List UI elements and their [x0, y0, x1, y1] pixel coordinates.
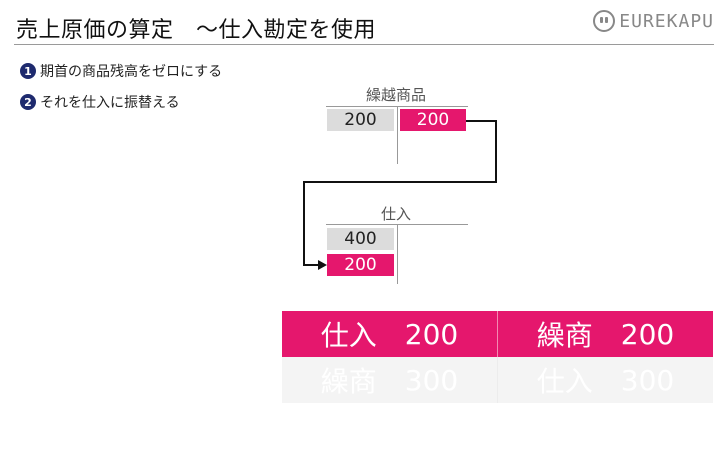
debit-amount: 200 — [404, 317, 459, 351]
journal-credit: 仕入 300 — [498, 357, 713, 403]
credit-account: 仕入 — [536, 365, 593, 398]
logo-face-icon — [593, 10, 616, 32]
debit-account: 仕入 — [320, 319, 377, 352]
step-item-1: 1 期首の商品残高をゼロにする — [20, 61, 222, 81]
journal-divider — [497, 357, 498, 403]
step-item-2: 2 それを仕入に振替える — [20, 92, 180, 112]
debit-cell-transfer: 200 — [327, 254, 394, 276]
debit-cell: 200 — [327, 109, 394, 131]
t-account-vline — [397, 106, 398, 164]
step-text: 期首の商品残高をゼロにする — [40, 64, 223, 80]
title-divider — [14, 44, 714, 45]
debit-account: 繰商 — [320, 365, 377, 398]
credit-amount: 200 — [620, 317, 675, 351]
journal-row: 繰商 300 仕入 300 — [282, 357, 713, 403]
logo-text: EUREKAPU — [619, 10, 714, 32]
journal-debit: 仕入 200 — [282, 311, 497, 357]
t-account-title: 仕入 — [380, 205, 411, 223]
debit-amount: 300 — [404, 363, 459, 397]
page-title: 売上原価の算定 ～仕入勘定を使用 — [16, 18, 377, 43]
journal-debit: 繰商 300 — [282, 357, 497, 403]
journal-credit: 繰商 200 — [498, 311, 713, 357]
credit-cell: 200 — [400, 109, 466, 131]
journal-divider — [497, 311, 498, 357]
brand-logo: EUREKAPU — [593, 10, 714, 32]
credit-amount: 300 — [620, 363, 675, 397]
step-number-badge: 2 — [20, 94, 36, 110]
debit-cell: 400 — [327, 228, 394, 250]
t-account-vline — [397, 224, 398, 284]
t-account-title: 繰越商品 — [365, 86, 426, 104]
journal-row: 仕入 200 繰商 200 — [282, 311, 713, 357]
step-number-badge: 1 — [20, 63, 36, 79]
credit-account: 繰商 — [536, 319, 593, 352]
step-text: それを仕入に振替える — [40, 95, 180, 111]
